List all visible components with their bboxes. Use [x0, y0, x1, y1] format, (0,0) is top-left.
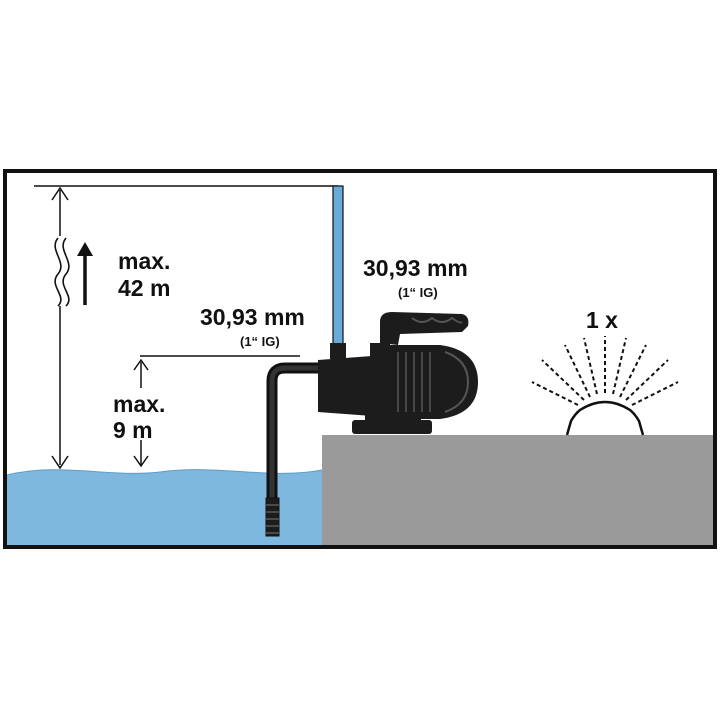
delivery-height-label-line1: max. — [118, 248, 171, 274]
suction-top-arrowhead — [133, 358, 149, 371]
inlet-thread-label: (1“ IG) — [240, 334, 280, 349]
suction-hose-highlight — [269, 365, 318, 500]
suction-height-label-line2: 9 m — [113, 417, 153, 443]
pump-icon — [318, 312, 478, 434]
wavy-line-icon — [54, 237, 70, 307]
delivery-height-label-line2: 42 m — [118, 275, 171, 301]
outlet-size-label: 30,93 mm — [363, 255, 468, 281]
foot-valve — [265, 497, 280, 537]
delivery-bottom-arrowhead — [51, 455, 69, 470]
sprinkler-icon — [531, 336, 679, 436]
water-body — [7, 469, 322, 545]
suction-bottom-arrowhead — [133, 455, 149, 468]
delivery-pipe — [332, 185, 344, 347]
outlet-thread-label: (1“ IG) — [398, 285, 438, 300]
wavy-break-mask — [50, 236, 72, 306]
inlet-size-label: 30,93 mm — [200, 304, 305, 330]
sprinkler-count-label: 1 x — [586, 307, 618, 333]
up-arrow-icon — [77, 242, 93, 305]
delivery-top-arrowhead — [51, 186, 69, 201]
suction-height-label-line1: max. — [113, 391, 166, 417]
ground-block — [322, 435, 713, 545]
